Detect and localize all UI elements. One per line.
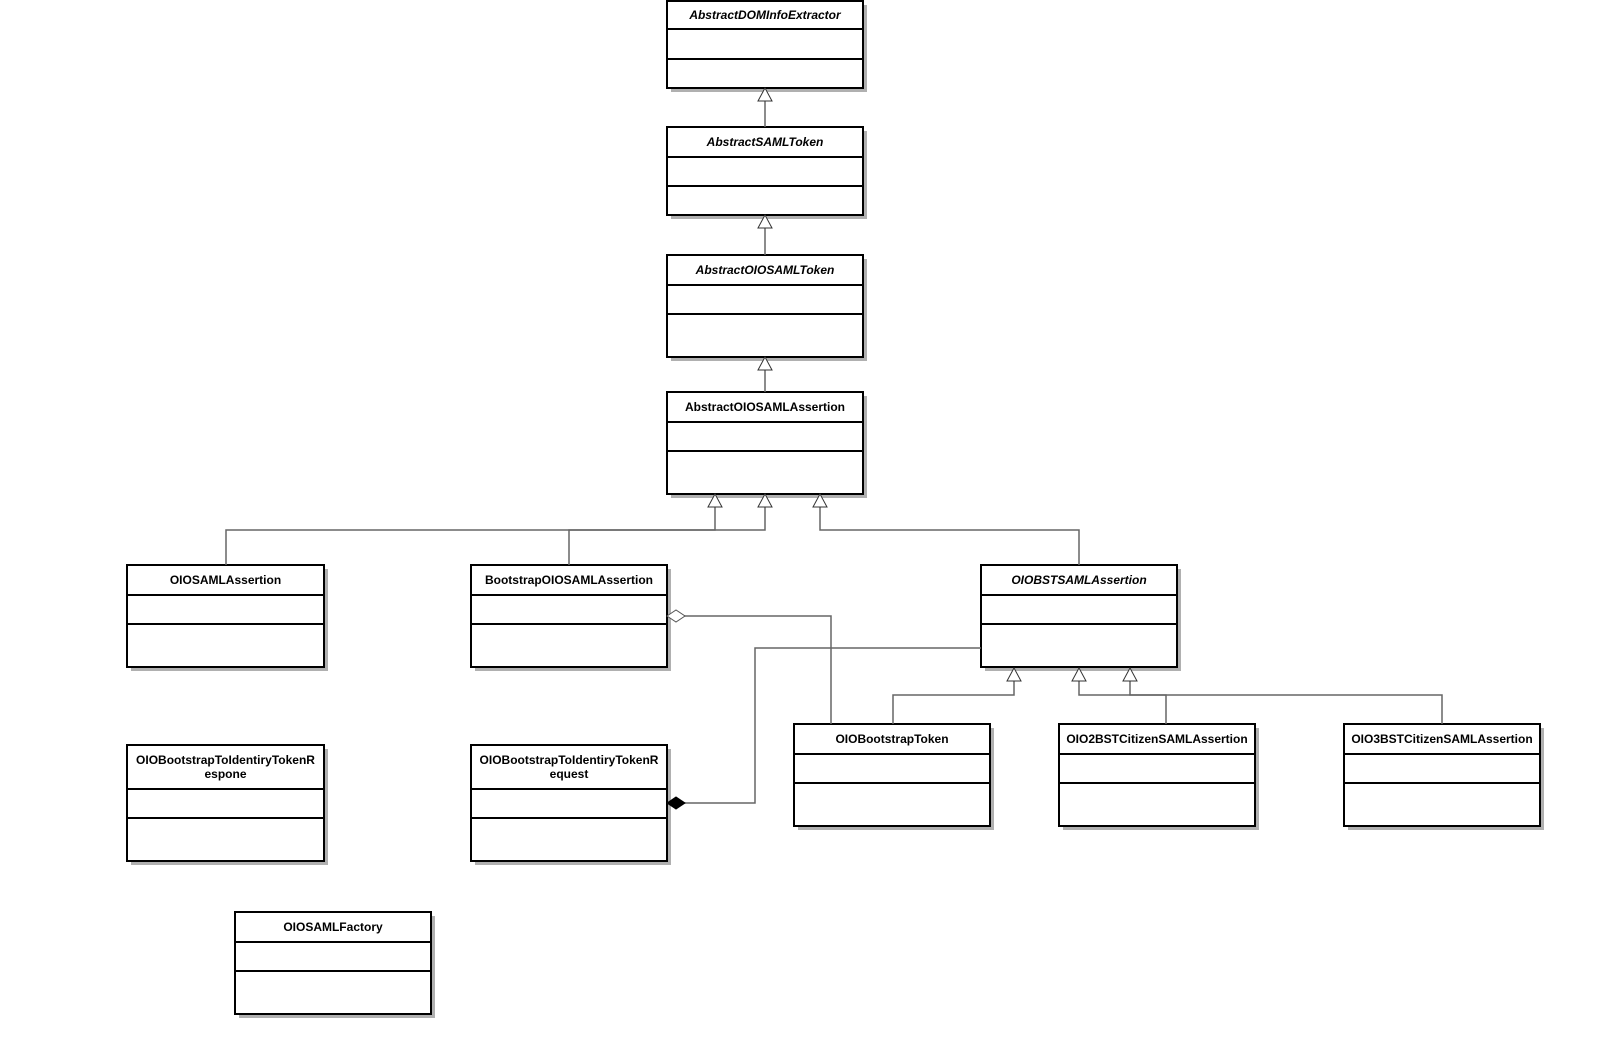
generalization-connector[interactable] — [757, 355, 773, 392]
class-name: espone — [204, 767, 246, 781]
class-box — [126, 564, 325, 668]
generalization-arrowhead-icon — [757, 492, 773, 508]
composition-diamond-icon — [666, 796, 686, 810]
generalization-connector[interactable] — [1071, 666, 1167, 724]
generalization-connector[interactable] — [757, 86, 773, 127]
generalization-arrowhead-icon — [757, 86, 773, 102]
class-box — [470, 744, 668, 862]
generalization-arrowhead-icon — [812, 492, 828, 508]
class-box — [666, 391, 864, 495]
generalization-arrowhead-icon — [1071, 666, 1087, 682]
class-name: OIOBootstrapToIdentiryTokenR — [480, 753, 659, 767]
class-box — [470, 564, 668, 668]
class-box — [234, 911, 432, 1015]
class-box — [666, 254, 864, 358]
class-box — [126, 744, 325, 862]
class-oio3bst-citizen-saml-assertion[interactable]: OIO3BSTCitizenSAMLAssertion — [1343, 723, 1544, 830]
class-oio-bootstrap-token[interactable]: OIOBootstrapToken — [793, 723, 994, 830]
class-abstract-oiosaml-assertion[interactable]: AbstractOIOSAMLAssertion — [666, 391, 867, 498]
class-oiosaml-assertion[interactable]: OIOSAMLAssertion — [126, 564, 328, 671]
class-name: equest — [550, 767, 589, 781]
connector-line — [819, 494, 1080, 565]
generalization-arrowhead-icon — [757, 213, 773, 229]
generalization-connector[interactable] — [1122, 666, 1443, 724]
generalization-connector[interactable] — [812, 492, 1080, 565]
generalization-arrowhead-icon — [1006, 666, 1022, 682]
class-abstract-dom-info-extractor[interactable]: AbstractDOMInfoExtractor — [666, 0, 867, 92]
class-box — [1343, 723, 1541, 827]
class-bootstrap-oiosaml-assertion[interactable]: BootstrapOIOSAMLAssertion — [470, 564, 671, 671]
connector-line — [568, 494, 766, 565]
class-abstract-saml-token[interactable]: AbstractSAMLToken — [666, 126, 867, 219]
composition-connector[interactable] — [666, 647, 981, 810]
class-name: AbstractOIOSAMLAssertion — [685, 400, 845, 414]
class-oiosaml-factory[interactable]: OIOSAMLFactory — [234, 911, 435, 1018]
class-name: OIOBootstrapToken — [835, 732, 948, 746]
class-name: AbstractOIOSAMLToken — [695, 263, 835, 277]
connector-line — [1078, 668, 1167, 724]
class-name: AbstractDOMInfoExtractor — [688, 8, 842, 22]
generalization-connector[interactable] — [892, 666, 1022, 724]
class-name: AbstractSAMLToken — [706, 135, 824, 149]
class-name: OIO2BSTCitizenSAMLAssertion — [1066, 732, 1247, 746]
connector-line — [1129, 668, 1443, 724]
class-box — [666, 0, 864, 89]
generalization-connector[interactable] — [225, 492, 723, 565]
aggregation-connector[interactable] — [666, 609, 832, 724]
connector-line — [892, 668, 1015, 724]
class-abstract-oiosaml-token[interactable]: AbstractOIOSAMLToken — [666, 254, 867, 361]
generalization-arrowhead-icon — [1122, 666, 1138, 682]
class-name: OIOSAMLFactory — [283, 920, 383, 934]
connector-line — [667, 647, 981, 804]
class-name: BootstrapOIOSAMLAssertion — [485, 573, 653, 587]
generalization-arrowhead-icon — [757, 355, 773, 371]
connector-line — [667, 615, 832, 724]
class-name: OIOBSTSAMLAssertion — [1011, 573, 1146, 587]
class-box — [793, 723, 991, 827]
connector-line — [225, 494, 716, 565]
class-box — [980, 564, 1178, 668]
class-name: OIO3BSTCitizenSAMLAssertion — [1351, 732, 1532, 746]
class-oio2bst-citizen-saml-assertion[interactable]: OIO2BSTCitizenSAMLAssertion — [1058, 723, 1259, 830]
generalization-connector[interactable] — [757, 213, 773, 255]
class-name: OIOBootstrapToIdentiryTokenR — [136, 753, 315, 767]
generalization-connector[interactable] — [568, 492, 773, 565]
aggregation-diamond-icon — [666, 609, 686, 623]
class-box — [1058, 723, 1256, 827]
class-name: OIOSAMLAssertion — [170, 573, 281, 587]
generalization-arrowhead-icon — [707, 492, 723, 508]
class-oiobst-saml-assertion[interactable]: OIOBSTSAMLAssertion — [980, 564, 1181, 671]
